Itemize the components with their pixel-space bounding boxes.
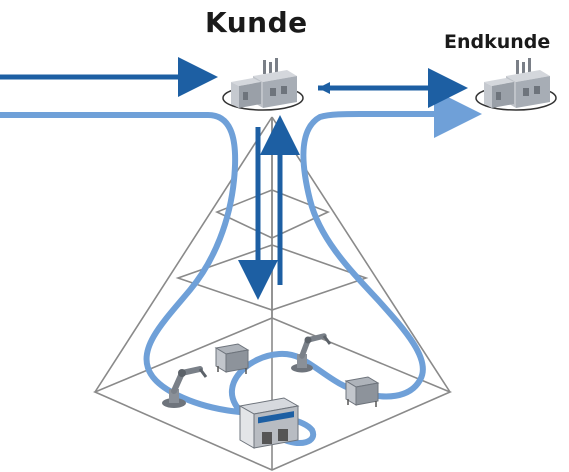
customer-title: Kunde	[205, 6, 308, 39]
robot-arm-icon	[291, 333, 332, 373]
storage-cart-icon	[214, 343, 250, 374]
robot-arm-icon	[162, 366, 208, 408]
end-customer-title: Endkunde	[444, 31, 551, 53]
factory-icon	[222, 58, 304, 111]
end-customer-factory-icon	[475, 58, 557, 111]
material-flow-path	[0, 90, 482, 447]
pyramid-edge-left	[94, 116, 273, 393]
press-brake-machine-icon	[238, 397, 300, 449]
information-flow	[0, 57, 468, 300]
storage-cart-icon	[344, 376, 380, 407]
customer-endcustomer-arrow-left-head	[318, 82, 330, 94]
pyramid-base	[92, 317, 453, 471]
material-flow	[0, 90, 482, 447]
